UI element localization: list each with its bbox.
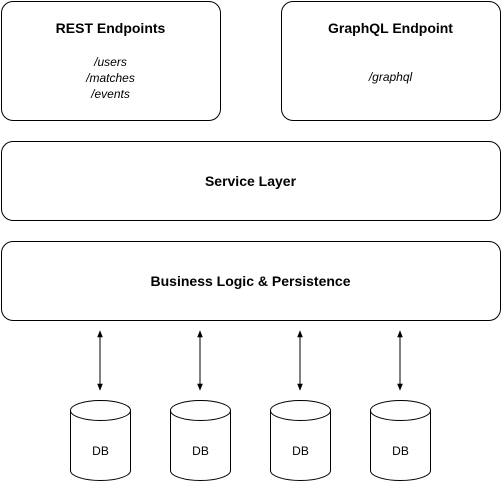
business-logic-title: Business Logic & Persistence [150, 272, 351, 289]
service-layer-title: Service Layer [204, 172, 297, 189]
database-4-icon [370, 400, 431, 481]
database-3-label: DB [292, 444, 309, 458]
service-layer-box: Service Layer [0, 140, 501, 221]
database-1-label: DB [92, 444, 109, 458]
graphql-endpoint-box: GraphQL Endpoint /graphql [280, 0, 501, 121]
db-group-2: DB [170, 330, 231, 481]
database-2-label: DB [192, 444, 209, 458]
business-logic-box: Business Logic & Persistence [0, 240, 501, 321]
rest-route-events: /events [91, 86, 130, 101]
rest-endpoints-box: REST Endpoints /users /matches /events [0, 0, 221, 121]
graphql-endpoint-title: GraphQL Endpoint [328, 19, 453, 36]
graphql-route: /graphql [368, 69, 413, 84]
db-group-4: DB [370, 330, 431, 481]
db-group-3: DB [270, 330, 331, 481]
database-1-icon [70, 400, 131, 481]
database-2-icon [170, 400, 231, 481]
db-group-1: DB [70, 330, 131, 481]
rest-route-matches: /matches [86, 70, 135, 85]
rest-route-users: /users [94, 54, 127, 69]
rest-endpoints-title: REST Endpoints [55, 19, 166, 36]
database-3-icon [270, 400, 331, 481]
database-4-label: DB [392, 444, 409, 458]
